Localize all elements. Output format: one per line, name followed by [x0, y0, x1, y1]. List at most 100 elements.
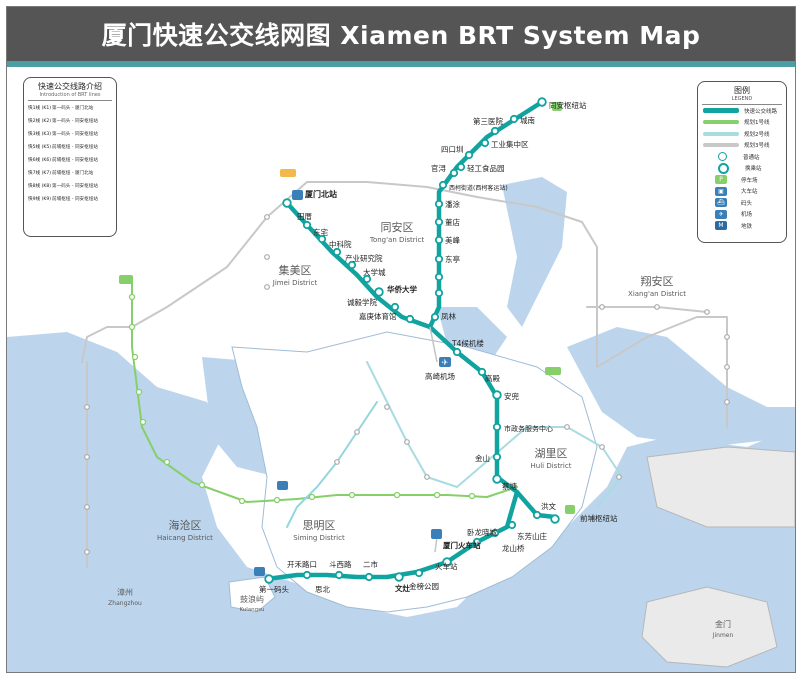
- label-jiageng: 嘉庚体育馆: [359, 311, 397, 321]
- intro-row: 快3线 (K3)第一码头 - 同安枢纽站: [24, 127, 116, 140]
- label-xike: 西柯街道(西柯客运站): [449, 184, 508, 192]
- station-longshan: [490, 528, 500, 538]
- district-zhangzhou-cn: 漳州: [117, 587, 133, 597]
- label-chengnan: 城南: [520, 115, 535, 125]
- legend-item-station: 普通站: [698, 151, 786, 163]
- station-dongan: [434, 288, 444, 298]
- ferry-icon: [254, 481, 288, 576]
- legend-label: 普通站: [743, 154, 760, 161]
- label-jinshan: 金山: [475, 453, 490, 463]
- intro-row: 快9线 (K9)前埔枢纽 - 同安枢纽站: [24, 192, 116, 205]
- intro-code: 快5线 (K5): [28, 144, 52, 150]
- planned-line-2-swatch: [703, 131, 739, 136]
- label-meifeng: 美峰: [445, 235, 460, 245]
- label-university-town: 大学城: [363, 267, 386, 277]
- label-hongwen: 洪文: [541, 501, 556, 511]
- label-pantu: 潘涂: [445, 199, 460, 209]
- label-food-park: 轻工食品园: [467, 163, 505, 173]
- label-industry-institute: 产业研究院: [345, 253, 383, 263]
- label-kaihe: 开禾路口: [287, 559, 317, 569]
- label-xiamen-railway: 厦门火车站: [443, 540, 481, 550]
- western-bay: [7, 332, 795, 672]
- brt-line-trunk: [427, 324, 558, 520]
- station-chengyi: [390, 302, 400, 312]
- metro-icon: M: [715, 221, 727, 231]
- station-guanxun: [449, 168, 459, 178]
- intro-name: 前埔枢纽 - 同安枢纽站: [52, 144, 98, 150]
- station-pantu: [434, 199, 444, 209]
- train-station-icon: [292, 190, 442, 539]
- station-xike: [438, 180, 448, 190]
- planned-line-3: [366, 361, 623, 508]
- label-tiancuo: 田厝: [297, 212, 312, 221]
- district-kulangsu-en: Kulangsu: [239, 607, 264, 613]
- station-douxi: [334, 570, 344, 580]
- intro-code: 快6线 (K6): [28, 157, 52, 163]
- station-third-hospital: [490, 126, 500, 136]
- station-qiantian: [434, 272, 444, 282]
- label-fenglin: 凤林: [441, 311, 456, 321]
- planned-line-1: [81, 181, 728, 428]
- label-airport: 高崎机场: [425, 371, 455, 381]
- station-jinshan: [492, 452, 502, 462]
- label-ershi: 二市: [363, 559, 378, 569]
- connector-airport: [429, 326, 438, 363]
- legend-item-planned-3: 规划3号线: [698, 140, 786, 152]
- ferry-icon: ⛴: [715, 198, 727, 208]
- district-xiangan-en: Xiang'an District: [628, 290, 686, 298]
- banner-accent-strip: [7, 61, 795, 67]
- intro-code: 快3线 (K3): [28, 131, 52, 137]
- label-cas: 中科院: [329, 239, 352, 249]
- train-icon: ▣: [715, 186, 727, 196]
- district-siming-en: Siming District: [293, 534, 345, 542]
- intro-row: 快1线 (K1)第一码头 - 厦门北站: [24, 101, 116, 114]
- planned-line-3-swatch: [703, 143, 739, 148]
- label-jinbang: 金榜公园: [409, 581, 439, 591]
- depot-icon: P: [715, 175, 727, 185]
- station-xiamen-north: [282, 198, 292, 208]
- intro-row: 快7线 (K7)前埔枢纽 - 厦门北站: [24, 166, 116, 179]
- label-dongfang: 东芳山庄: [517, 531, 547, 541]
- intro-title: 快速公交线路介绍: [38, 82, 102, 91]
- brt-stations: [264, 97, 560, 584]
- intro-name: 第一码头 - 同安枢纽站: [52, 131, 98, 137]
- xiangan-line: [586, 306, 708, 313]
- legend-label: 规划3号线: [744, 143, 770, 150]
- planned-stations-grey: [84, 214, 730, 555]
- label-xiamen-north: 厦门北站: [305, 189, 337, 199]
- northern-inlet: [502, 177, 567, 327]
- label-wenzao: 文灶: [395, 583, 410, 593]
- legend-item-airport: ✈机场: [698, 209, 786, 221]
- planned-line-2: [131, 281, 518, 503]
- east-peninsula: [646, 446, 795, 528]
- label-gov-center: 市政务服务中心: [504, 424, 553, 433]
- label-railway-short: 火车站: [435, 561, 458, 571]
- district-tongan-cn: 同安区: [381, 220, 414, 234]
- legend-label: 码头: [741, 200, 753, 207]
- label-andou: 安兜: [504, 391, 519, 401]
- legend-panel: 图例 LEGEND 快速公交线路 规划1号线 规划2号线 规划3号线 普通站 换…: [697, 81, 787, 243]
- legend-item-depot: P 停车场: [698, 174, 786, 186]
- station-dongzhai: [317, 234, 327, 244]
- district-haicang-en: Haicang District: [157, 534, 213, 542]
- intro-name: 第一码头 - 厦门北站: [52, 105, 94, 111]
- station-wenzao: [394, 572, 404, 582]
- airport-icon: ✈: [439, 357, 451, 367]
- legend-item-rail: ▣大车站: [698, 186, 786, 198]
- district-tongan-en: Tong'an District: [369, 236, 425, 244]
- label-chengyi: 诚毅学院: [347, 297, 377, 307]
- station-andou: [492, 390, 502, 400]
- label-longshan: 龙山桥: [502, 543, 525, 553]
- legend-label: 换乘站: [745, 166, 762, 173]
- station-industry-zone: [480, 138, 490, 148]
- district-haicang-cn: 海沧区: [169, 518, 202, 532]
- intro-code: 快7线 (K7): [28, 170, 52, 176]
- intro-row: 快6线 (K6)前埔枢纽 - 同安枢纽站: [24, 153, 116, 166]
- label-caitang: 蔡塘: [502, 481, 517, 491]
- legend-label: 停车场: [741, 177, 758, 184]
- intro-row: 快5线 (K5)前埔枢纽 - 同安枢纽站: [24, 140, 116, 153]
- connector-lines: [429, 326, 438, 553]
- station-sikouzhen: [464, 150, 474, 160]
- east-channel: [567, 327, 795, 447]
